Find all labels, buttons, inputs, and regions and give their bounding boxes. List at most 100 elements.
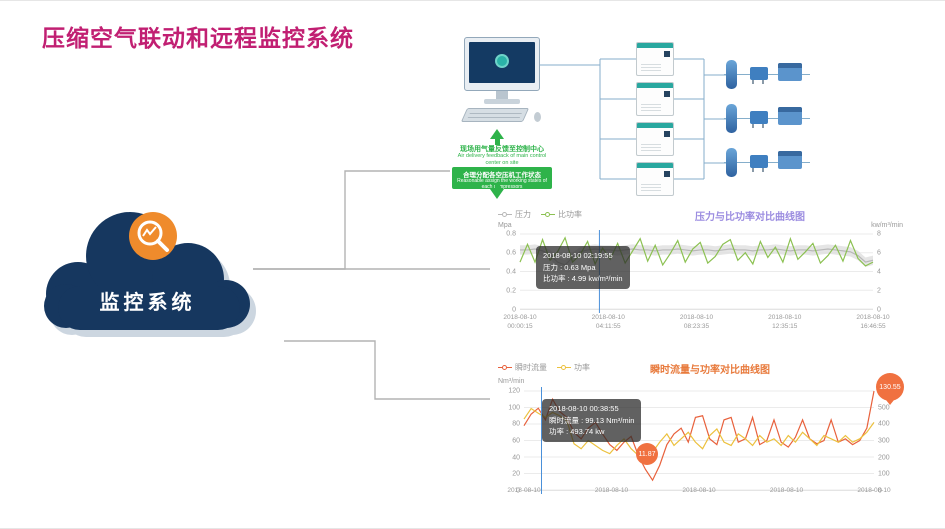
tooltip-row: 比功率 : 4.99 kw/m³/min <box>543 274 623 284</box>
diagram-wires <box>540 58 726 180</box>
system-diagram: 现场用气量反馈至控制中心 Air delivery feedback of ma… <box>450 29 818 211</box>
air-tank <box>726 104 737 133</box>
chart-title: 压力与比功率对比曲线图 <box>695 212 805 223</box>
y-axis-ticks-right: 6005004003002001000 <box>876 388 902 495</box>
chart-tooltip: 2018-08-10 02:19:55 压力 : 0.63 Mpa 比功率 : … <box>536 246 630 289</box>
tick-label: 60 <box>512 437 520 445</box>
air-equipment-row <box>718 145 814 185</box>
monitor-stand <box>496 91 508 99</box>
min-value-marker: 11.87 <box>636 443 658 465</box>
x-tick-label: 2018-08-10 <box>507 487 541 494</box>
keyboard <box>460 108 530 122</box>
cloud-label: 监控系统 <box>99 292 196 314</box>
x-axis-ticks: 2018-08-10 2018-08-10 2018-08-10 2018-08-10… <box>507 487 890 507</box>
magnifier-trend-icon <box>137 220 169 252</box>
legend-mark-icon <box>498 364 512 370</box>
dryer-unit <box>750 155 768 172</box>
globe-logo-icon <box>495 54 509 68</box>
max-value-marker: 130.55 <box>876 373 904 401</box>
tick-label: 100 <box>508 404 520 412</box>
tick-label: 20 <box>512 470 520 478</box>
filter-unit <box>778 107 802 125</box>
legend-item-power[interactable]: 功率 <box>557 362 590 373</box>
tooltip-row: 瞬时流量 : 99.13 Nm³/min <box>549 415 635 425</box>
chart-tooltip: 2018-08-10 00:38:55 瞬时流量 : 99.13 Nm³/min… <box>542 399 642 442</box>
monitoring-cloud: 监控系统 <box>30 194 265 352</box>
tooltip-time: 2018-08-10 02:19:55 <box>543 251 613 260</box>
tick-label: 0.2 <box>506 287 516 295</box>
compressor-unit <box>636 82 674 116</box>
tick-label: 120 <box>508 387 520 395</box>
tick-label: 40 <box>512 454 520 462</box>
arrow-up-icon <box>490 129 504 145</box>
compressor-unit <box>636 122 674 156</box>
chart-legend: 压力 比功率 <box>498 209 582 220</box>
chart-legend: 瞬时流量 功率 <box>498 362 590 373</box>
legend-mark-icon <box>498 211 512 217</box>
filter-unit <box>778 63 802 81</box>
x-tick-label: 2018-08-10 <box>769 487 804 494</box>
tick-label: 200 <box>878 454 890 462</box>
x-tick-label: 2018-08-10 <box>594 487 629 494</box>
dryer-unit <box>750 111 768 128</box>
x-tick-label: 2018-08-10 <box>857 487 891 494</box>
monitor-base <box>484 99 520 104</box>
tooltip-time: 2018-08-10 00:38:55 <box>549 404 619 413</box>
y-axis-unit-left: Nm³/min <box>498 378 525 385</box>
air-tank <box>726 60 737 89</box>
flow-power-chart: 瞬时流量 功率 瞬时流量与功率对比曲线图 Nm³/min 120 100 80 60 4… <box>490 357 910 509</box>
tick-label: 300 <box>878 437 890 445</box>
air-equipment-row <box>718 101 814 141</box>
legend-item-flow[interactable]: 瞬时流量 <box>498 362 547 373</box>
arrow-down-icon <box>490 183 504 199</box>
tick-label: 4 <box>877 268 881 276</box>
compressor-unit <box>636 42 674 76</box>
assign-note-en: Reasonable assign the working states of … <box>457 178 547 190</box>
tooltip-row: 功率 : 493.74 kw <box>549 427 605 437</box>
y-axis-unit-left: Mpa <box>498 222 512 229</box>
tooltip-row: 压力 : 0.63 Mpa <box>543 262 596 272</box>
y-axis-unit-right: kw/m³/min <box>871 222 903 229</box>
legend-mark-icon <box>541 211 555 217</box>
legend-item-pressure[interactable]: 压力 <box>498 209 531 220</box>
x-tick-label: 2018-08-10 <box>682 487 716 494</box>
tick-label: 80 <box>512 420 520 428</box>
tick-label: 6 <box>877 249 881 257</box>
tick-label: 0 <box>516 487 520 495</box>
magnifier-badge <box>129 212 177 260</box>
dryer-unit <box>750 67 768 84</box>
computer-screen <box>469 42 535 83</box>
legend-item-specific-power[interactable]: 比功率 <box>541 209 582 220</box>
tick-label: 0 <box>877 306 881 314</box>
mouse <box>534 112 541 122</box>
feedback-note-en: Air delivery feedback of main control ce… <box>457 153 547 166</box>
legend-mark-icon <box>557 364 571 370</box>
tick-label: 400 <box>878 420 890 428</box>
control-center-computer <box>464 37 540 91</box>
tick-label: 0.6 <box>506 249 516 257</box>
air-equipment-row <box>718 57 814 97</box>
compressor-unit <box>636 162 674 196</box>
y-axis-ticks-left: 120 100 80 60 40 20 0 <box>496 387 522 495</box>
tick-label: 100 <box>878 470 890 478</box>
assign-note-box: 合理分配各空压机工作状态 Reasonable assign the worki… <box>452 167 552 190</box>
feedback-note-cn: 现场用气量反馈至控制中心 <box>460 146 544 153</box>
tick-label: 500 <box>878 404 890 412</box>
assign-note-cn: 合理分配各空压机工作状态 <box>463 172 541 179</box>
tick-label: 8 <box>877 230 881 238</box>
filter-unit <box>778 151 802 169</box>
tick-label: 0 <box>878 487 882 495</box>
tick-label: 0.4 <box>506 268 516 276</box>
tick-label: 0 <box>512 306 516 314</box>
chart-title: 瞬时流量与功率对比曲线图 <box>650 365 770 376</box>
